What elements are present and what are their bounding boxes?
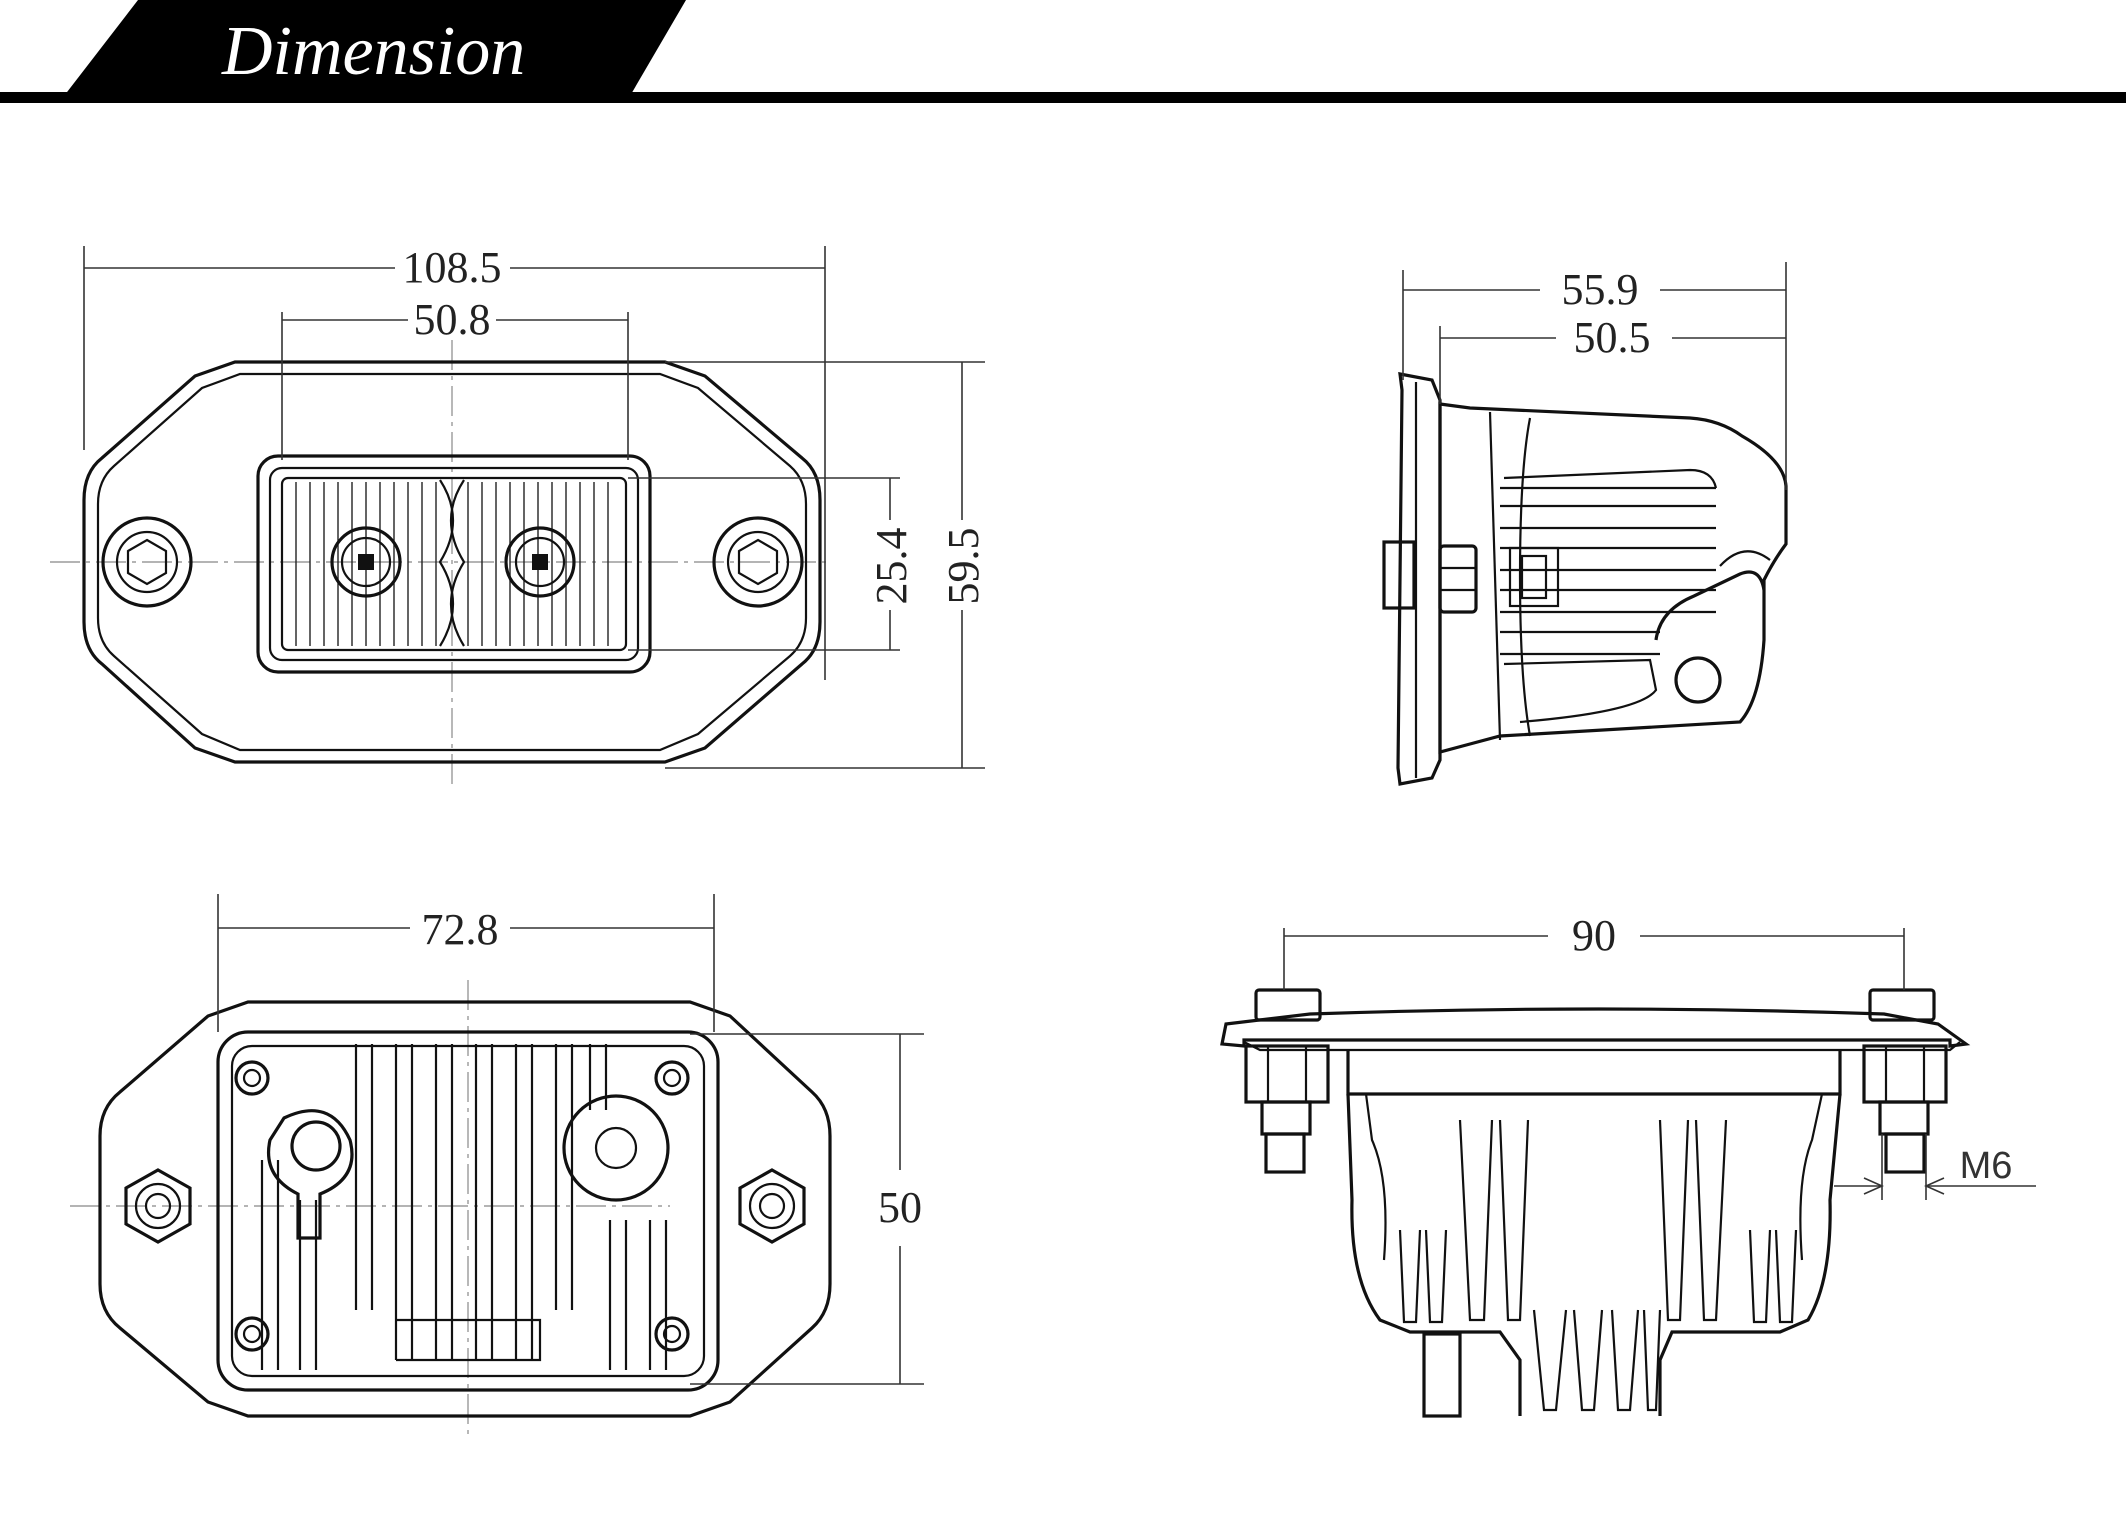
dim-59-5: 59.5: [939, 528, 988, 605]
rear-fins: [260, 1044, 668, 1370]
front-dim-lens-width: 50.8: [281, 295, 629, 460]
dim-50-8: 50.8: [414, 295, 491, 344]
bottom-stud-left: [1244, 988, 1330, 1174]
bottom-stud-right: [1862, 988, 1948, 1174]
front-lens: [280, 476, 628, 652]
front-dim-lens-height: 25.4: [628, 477, 916, 651]
side-body-outline: [1438, 402, 1788, 755]
rear-boss-right: [562, 1094, 670, 1202]
dim-25-4: 25.4: [867, 528, 916, 605]
front-reflector-divider: [438, 479, 455, 647]
bottom-flange: [1220, 1007, 1971, 1048]
dim-90: 90: [1572, 911, 1616, 960]
front-view: 108.5 50.8 25.4 59.5: [50, 243, 988, 790]
bottom-cable: [1422, 1332, 1462, 1418]
side-view: 55.9 50.5: [1382, 262, 1788, 786]
front-led-left: [330, 526, 402, 598]
rear-view: 72.8 50: [70, 894, 924, 1440]
side-dim-body-depth: 50.5: [1439, 313, 1786, 404]
bottom-body-top: [1346, 1050, 1842, 1096]
front-bolt-right: [712, 516, 804, 608]
side-bracket: [1654, 570, 1766, 641]
front-lens-ribs: [295, 482, 609, 646]
front-lens-frame-inner: [268, 466, 640, 662]
bottom-dim-stud-spacing: 90: [1283, 911, 1905, 990]
thread-label-m6: M6: [1960, 1145, 2013, 1187]
rear-screws: [234, 1060, 690, 1352]
front-housing-outline: [82, 360, 822, 764]
front-housing-inner: [96, 372, 808, 752]
side-dim-overall-depth: 55.9: [1402, 262, 1787, 490]
side-stud: [1382, 540, 1416, 610]
front-dim-overall-height: 59.5: [665, 361, 988, 769]
rear-nut-right: [738, 1168, 806, 1244]
front-dim-overall-width: 108.5: [83, 243, 826, 680]
led-chip-icon: [358, 554, 374, 570]
rear-dim-body-height: 50: [690, 1033, 924, 1385]
rear-housing-outline: [98, 1000, 832, 1418]
rear-boss-left: [267, 1109, 354, 1240]
header-title: Dimension: [221, 13, 525, 90]
led-chip-icon: [532, 554, 548, 570]
front-bolt-left: [101, 516, 193, 608]
side-nut: [1438, 544, 1478, 614]
rear-nut-left: [124, 1168, 192, 1244]
dim-50: 50: [878, 1183, 922, 1232]
header: Dimension: [0, 0, 2126, 103]
bottom-view: 90 M6: [1220, 911, 2036, 1418]
front-lens-frame: [256, 454, 652, 674]
front-led-right: [504, 526, 576, 598]
dim-108-5: 108.5: [403, 243, 502, 292]
bottom-fins: [1398, 1119, 1798, 1412]
side-pivot-hole: [1674, 656, 1722, 704]
dim-72-8: 72.8: [422, 905, 499, 954]
header-rule: [0, 92, 2126, 103]
header-tab: [64, 0, 686, 96]
rear-heatsink-body: [216, 1030, 720, 1392]
side-heatsink-fins: [1500, 486, 1716, 656]
side-flange: [1396, 372, 1442, 786]
side-connector: [1508, 546, 1560, 608]
dim-50-5: 50.5: [1574, 313, 1651, 362]
dim-55-9: 55.9: [1562, 265, 1639, 314]
rear-dim-body-width: 72.8: [217, 894, 715, 1032]
bottom-thread-callout: M6: [1834, 1134, 2036, 1200]
